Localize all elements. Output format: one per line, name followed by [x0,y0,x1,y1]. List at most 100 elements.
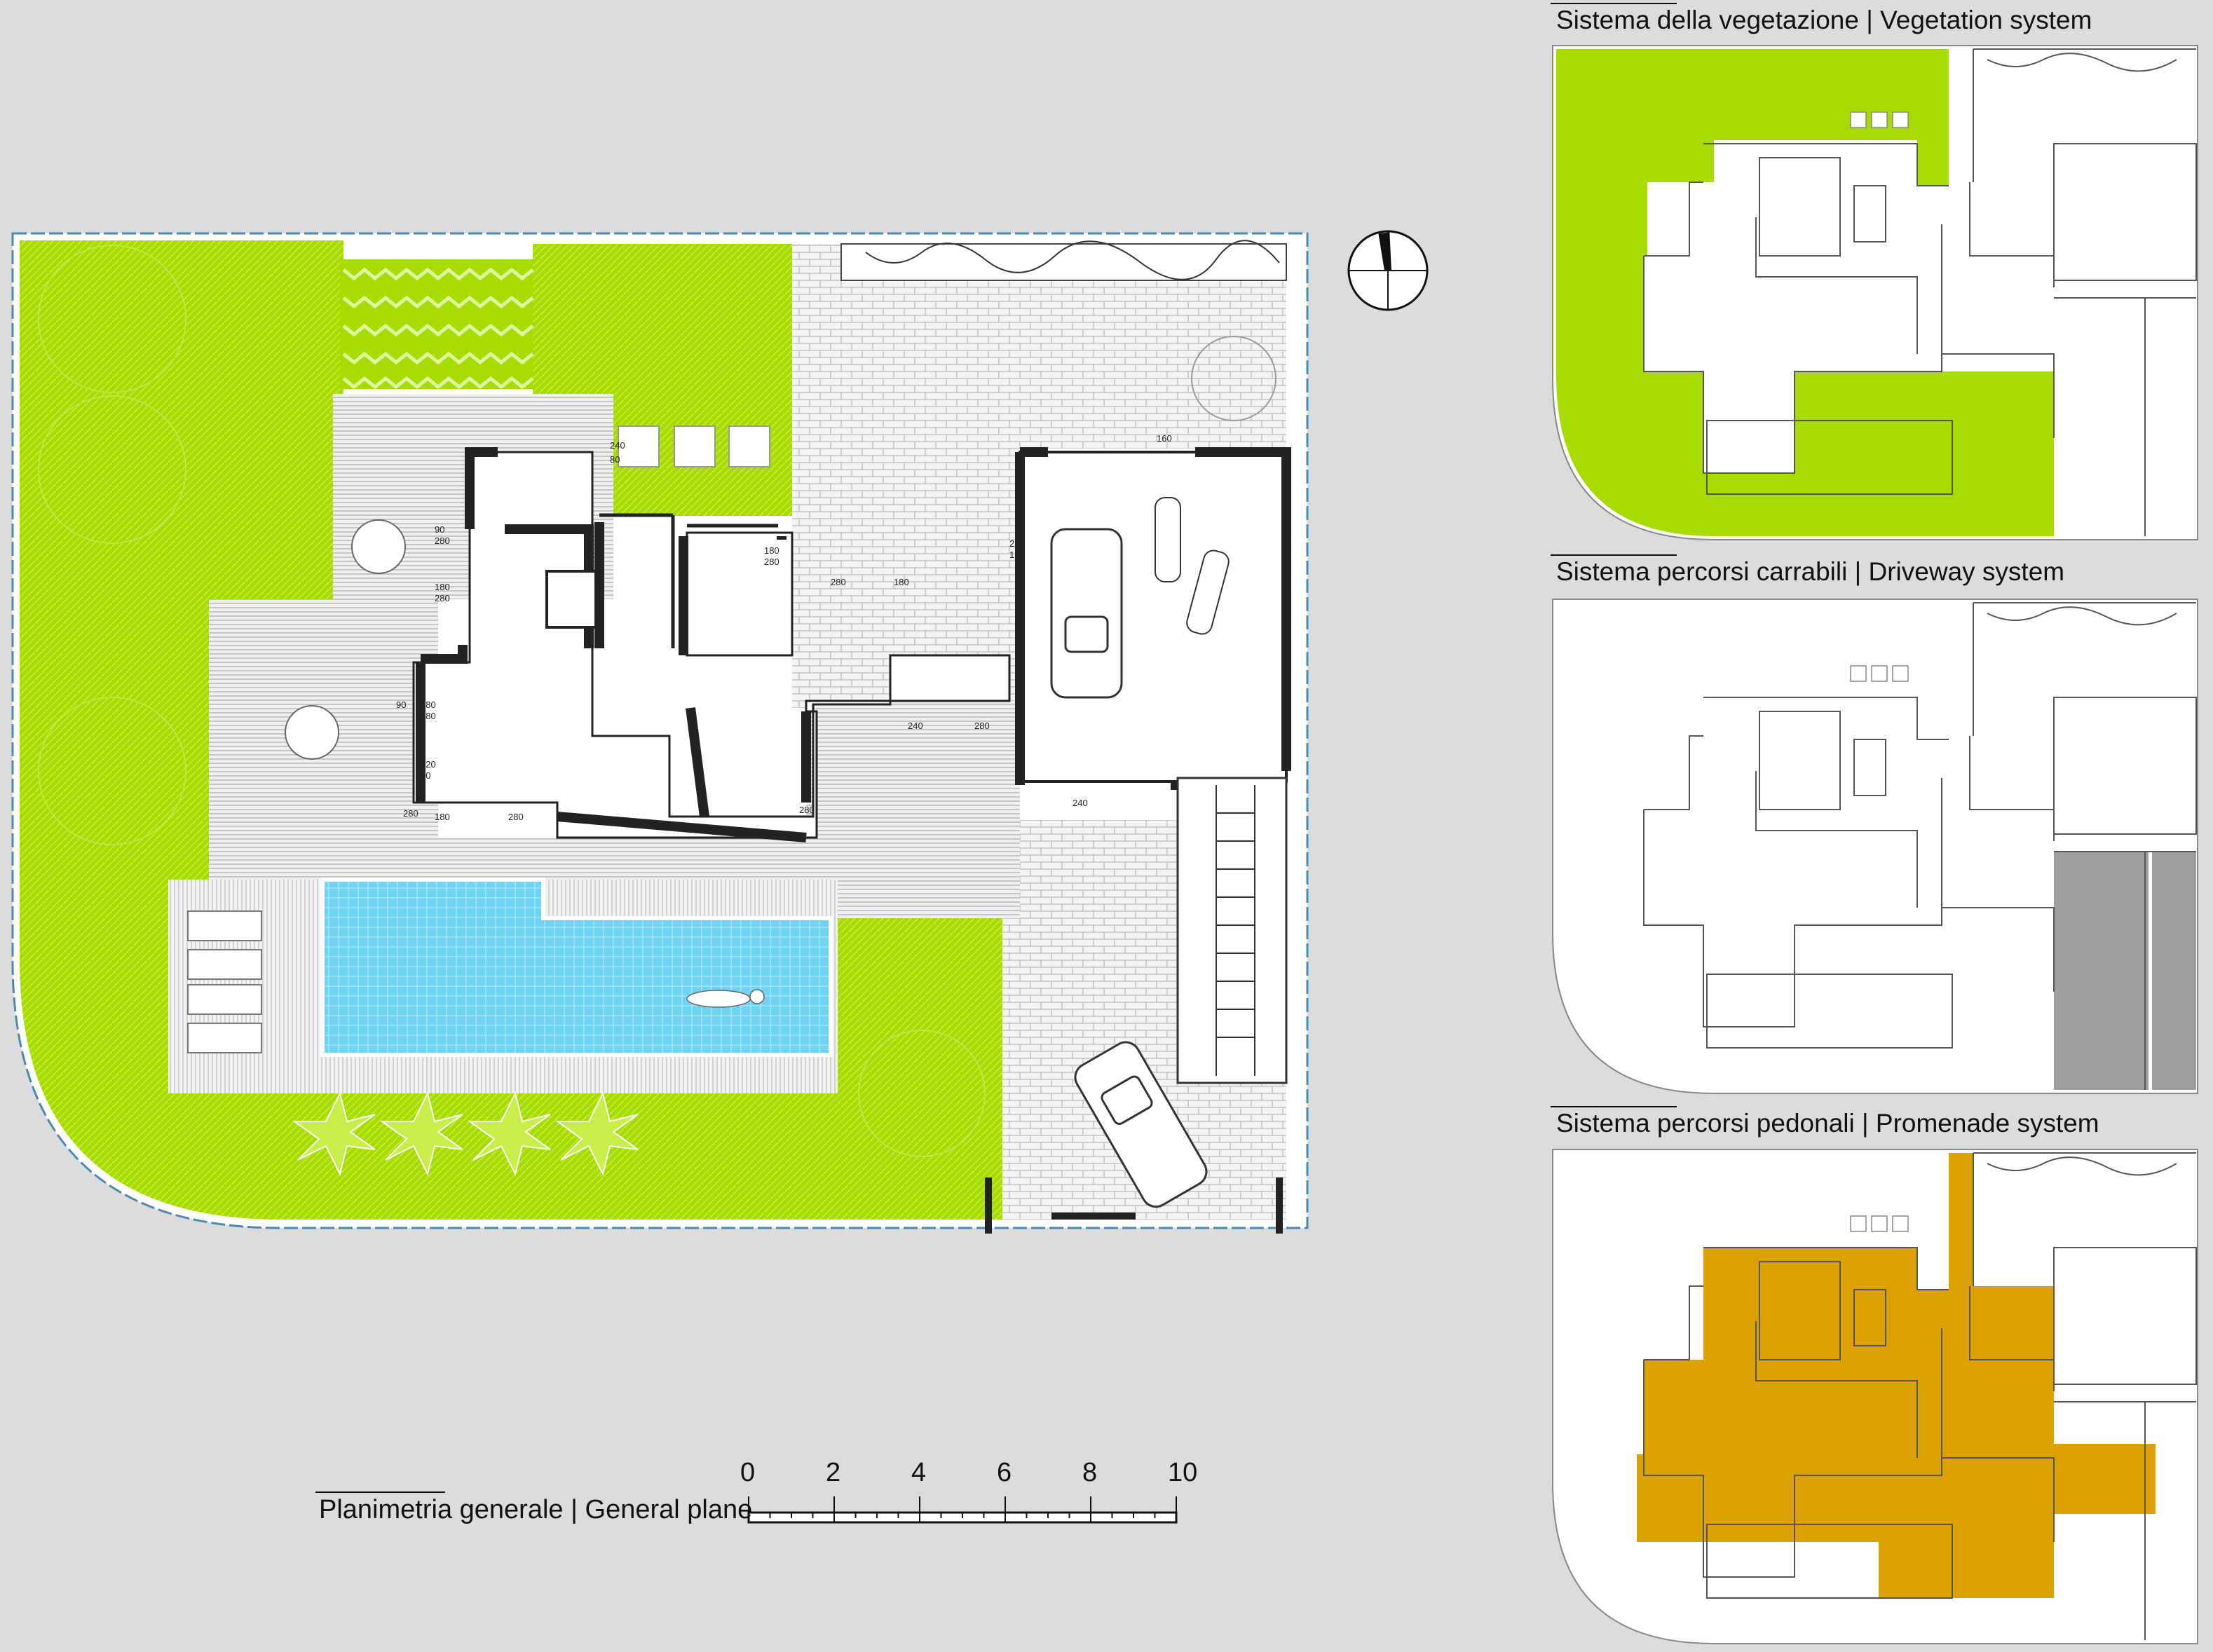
panel-title: Sistema percorsi pedonali | Promenade sy… [1556,1109,2099,1138]
dimension-label: 240 [610,440,625,451]
dimension-label: 180 [764,545,779,556]
dimension-label: 280 [403,808,418,819]
stepping-stone [1892,665,1909,682]
dimension-label: 280 [764,557,779,567]
plan-line [1759,711,1841,810]
panel-title-rule [1551,3,1677,4]
stone-wall-line [1987,1156,2177,1176]
plan-line [2053,697,2197,835]
dimension-label: 180 [421,699,436,710]
plan-line [1703,1247,1949,1290]
dimension-label: 280 [435,593,450,603]
paved-forecourt [792,244,1020,708]
lawn-area [20,240,1002,1220]
stone-wall-line [1987,53,2177,72]
plan-line [1644,182,1703,257]
panel-frame [1552,599,2198,1094]
plan-line [1706,974,1953,1049]
dimension-label: 280 [435,535,450,546]
stepping-stone [1892,1215,1909,1232]
scale-bar [747,1496,1178,1524]
dimension-label: 180 [435,812,450,822]
stepping-stone [1850,1215,1867,1232]
panel-title-rule [1551,554,1677,556]
stepping-stones [618,425,770,467]
interior-partitions [599,513,778,648]
dimension-label: 90 [396,699,406,710]
plan-line [1706,420,1953,495]
plan-line [1643,810,2055,1028]
dimension-label: 280 [421,711,436,721]
dimension-label: 280 [831,577,846,587]
dimension-label: 280 [1009,538,1025,549]
car-icon [1050,528,1123,699]
stair-core [545,570,597,629]
stone-wall-line [1987,606,2177,626]
panel-promenade [1552,1149,2198,1644]
panel-title-rule [1551,1106,1677,1107]
plan-line [1643,1360,2055,1578]
plan-line [1755,771,1918,908]
plan-line [2053,1247,2197,1385]
dimension-label: 180 [894,577,909,587]
plan-line [2053,143,2197,281]
plan-line [1853,1289,1886,1346]
plan-line [1853,185,1886,243]
scale-label: 4 [911,1458,927,1487]
deck-terrace [806,701,1020,841]
house-walls [416,447,811,842]
sunbed-icon [187,910,262,1053]
plan-line [1644,735,1703,810]
plan-line [1755,217,1918,354]
dimension-label: 160 [1157,433,1172,444]
promenade-area [1637,1153,2156,1598]
motorcycle-icon [1155,497,1230,635]
dimension-label: 160 [1009,549,1025,560]
swimming-pool [320,878,833,1057]
dimension-label: 280 [974,721,990,731]
stepping-stone [1892,111,1909,128]
tree-canopies [38,245,986,1157]
dimension-label: 120 [421,759,436,770]
garden-ramp [1176,777,1288,1084]
plan-line [1703,697,1949,740]
panel-driveway [1552,599,2198,1094]
dimension-labels: 2408090280180280180280120801802802801601… [396,433,1172,822]
plan-line [1759,157,1841,257]
plan-line [1643,256,2055,474]
plan-line [1703,143,1949,186]
dimension-label: 240 [908,721,923,731]
ramp-steps [1216,785,1255,1076]
entrance-gate [985,1177,1283,1234]
dimension-label: 80 [421,770,430,781]
garage-walls [1015,447,1291,790]
panel-title: Sistema della vegetazione | Vegetation s… [1556,6,2092,34]
scale-label: 6 [997,1458,1012,1487]
plan-line [1644,1285,1703,1360]
panel-title: Sistema percorsi carrabili | Driveway sy… [1556,557,2065,586]
table-icon [285,519,406,760]
dimension-label: 80 [610,454,620,465]
dimension-label: 280 [799,805,815,815]
panel-vegetation [1552,45,2198,540]
plan-line [1759,1261,1841,1360]
scale-label: 2 [826,1458,841,1487]
driveway-area [2054,852,2196,1090]
palm-icon [292,1091,639,1176]
scale-label: 0 [740,1458,756,1487]
paved-parking [841,280,1286,449]
dimension-label: 90 [435,524,444,535]
herb-garden [340,259,534,390]
stepping-stone [1871,1215,1888,1232]
stepping-stone [1850,665,1867,682]
car-icon-driveway [1074,1041,1208,1208]
tree-canopy-parking [1191,336,1276,421]
dimension-label: 280 [508,812,524,822]
scale-label: 8 [1082,1458,1098,1487]
stepping-stone [1850,111,1867,128]
scale-label: 10 [1168,1458,1198,1487]
dimension-label: 240 [1073,798,1088,808]
stepping-stone [1871,111,1888,128]
vegetation-area [1556,49,2054,536]
plan-caption: Planimetria generale | General plane [319,1495,753,1524]
